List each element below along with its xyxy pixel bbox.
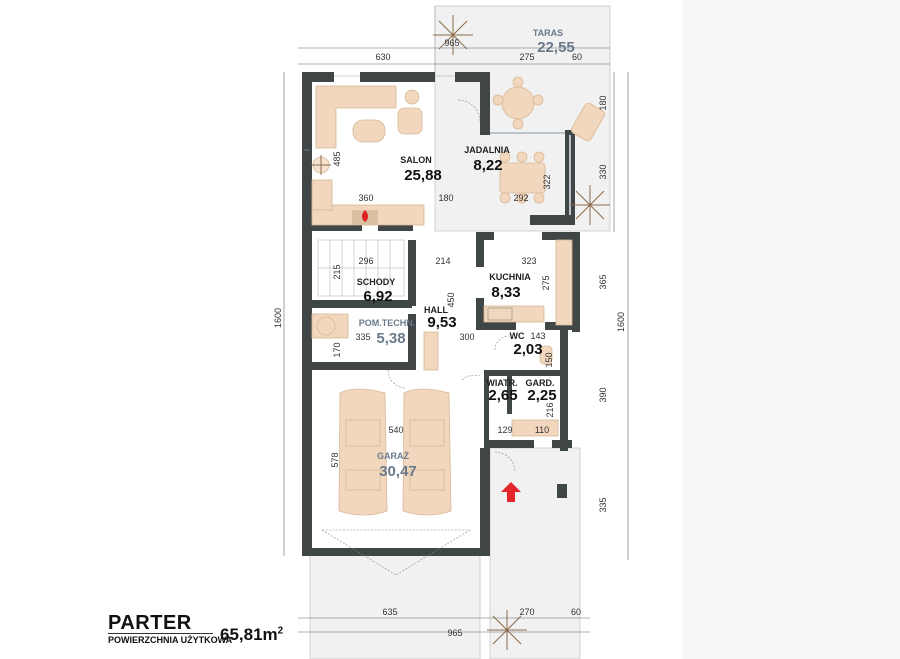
dim-gard-216: 216 bbox=[545, 402, 555, 417]
doors bbox=[387, 99, 516, 473]
stove-icon bbox=[487, 307, 513, 321]
side-panel bbox=[682, 0, 900, 659]
usable-area-value: 65,81m2 bbox=[220, 625, 283, 645]
floor-title: PARTER bbox=[108, 612, 192, 634]
car-right-icon bbox=[402, 388, 452, 516]
dim-gard-110: 110 bbox=[535, 425, 549, 435]
room-name-hall: HALL bbox=[424, 305, 448, 315]
dim-kuch-275: 275 bbox=[541, 275, 551, 290]
room-name-gard: GARD. bbox=[526, 378, 555, 388]
room-name-garaz: GARAŻ bbox=[377, 451, 409, 461]
room-area-garaz: 30,47 bbox=[379, 463, 417, 480]
lamp-icon bbox=[404, 89, 420, 105]
dim-wc-143: 143 bbox=[530, 331, 545, 341]
dim-top-275: 275 bbox=[519, 52, 534, 62]
furniture bbox=[311, 76, 605, 516]
car-left-icon bbox=[338, 388, 388, 516]
windows bbox=[304, 75, 571, 215]
lounger-icon bbox=[571, 102, 605, 142]
dim-right-330: 330 bbox=[598, 164, 608, 179]
red-up-arrow-icon bbox=[501, 482, 521, 502]
room-name-taras: TARAS bbox=[533, 28, 563, 38]
dining-table-icon bbox=[499, 162, 546, 194]
dim-tech-170: 170 bbox=[332, 342, 342, 357]
room-area-schody: 6,92 bbox=[363, 288, 392, 305]
room-area-gard: 2,25 bbox=[527, 387, 556, 404]
entry-platform bbox=[489, 447, 581, 659]
dim-left-1600: 1600 bbox=[273, 308, 283, 328]
usable-area-unit: 2 bbox=[277, 625, 284, 637]
dim-kuch-323: 323 bbox=[521, 256, 536, 266]
dim-right-180: 180 bbox=[598, 95, 608, 110]
usable-area-label: POWIERZCHNIA UŻYTKOWA bbox=[108, 635, 233, 645]
dim-jad-322: 322 bbox=[542, 174, 552, 189]
toilet-icon bbox=[539, 345, 553, 365]
room-name-pom-techn: POM.TECHN. bbox=[359, 318, 416, 328]
stairs bbox=[317, 239, 405, 297]
armchair-icon bbox=[397, 107, 423, 135]
dim-sch-215: 215 bbox=[332, 264, 342, 279]
dim-right-365: 365 bbox=[598, 274, 608, 289]
room-area-kuchnia: 8,33 bbox=[491, 284, 520, 301]
dim-wc-150: 150 bbox=[544, 352, 554, 367]
room-area-taras: 22,55 bbox=[537, 39, 575, 56]
dim-sch-214: 214 bbox=[435, 256, 450, 266]
terrace-table-icon bbox=[501, 86, 535, 120]
dim-sch-296: 296 bbox=[358, 256, 373, 266]
dim-garaz-540: 540 bbox=[388, 425, 403, 435]
room-labels: TARAS 22,55 SALON 25,88 JADALNIA 8,22 SC… bbox=[357, 28, 575, 480]
walls bbox=[302, 72, 580, 556]
dim-salon-180: 180 bbox=[438, 193, 453, 203]
room-area-wc: 2,03 bbox=[513, 341, 542, 358]
dimension-labels: 630 965 275 60 180 330 365 1600 390 335 … bbox=[273, 38, 626, 638]
room-area-jadalnia: 8,22 bbox=[473, 157, 502, 174]
dim-top-60: 60 bbox=[572, 52, 582, 62]
dim-jad-292: 292 bbox=[513, 193, 528, 203]
room-name-salon: SALON bbox=[400, 155, 432, 165]
usable-area-number: 65,81m bbox=[220, 625, 278, 644]
dim-bot-270: 270 bbox=[519, 607, 534, 617]
dim-wiatr-129: 129 bbox=[497, 425, 512, 435]
sofa-icon bbox=[315, 85, 397, 149]
coffee-table-icon bbox=[352, 119, 386, 143]
dim-top-630: 630 bbox=[375, 52, 390, 62]
room-name-schody: SCHODY bbox=[357, 277, 396, 287]
front-platform bbox=[309, 554, 481, 659]
dim-salon-485: 485 bbox=[332, 151, 342, 166]
dim-bot-635: 635 bbox=[382, 607, 397, 617]
dim-tech-335: 335 bbox=[355, 332, 370, 342]
dim-hall-300: 300 bbox=[459, 332, 474, 342]
dim-right-1600: 1600 bbox=[616, 312, 626, 332]
room-area-hall: 9,53 bbox=[427, 314, 456, 331]
room-area-salon: 25,88 bbox=[404, 167, 442, 184]
room-name-wiatr: WIATR. bbox=[486, 378, 517, 388]
room-name-wc: WC bbox=[510, 331, 525, 341]
dim-hall-450: 450 bbox=[446, 292, 456, 307]
dim-top-965: 965 bbox=[444, 38, 459, 48]
room-area-wiatr: 2,65 bbox=[488, 387, 517, 404]
dim-salon-360: 360 bbox=[358, 193, 373, 203]
room-name-jadalnia: JADALNIA bbox=[464, 145, 510, 155]
dim-bot-60: 60 bbox=[571, 607, 581, 617]
plant-icons bbox=[311, 15, 610, 650]
dim-bot-965: 965 bbox=[447, 628, 462, 638]
dim-right-335: 335 bbox=[598, 497, 608, 512]
dim-right-390: 390 bbox=[598, 387, 608, 402]
room-name-kuchnia: KUCHNIA bbox=[489, 272, 531, 282]
garage-door bbox=[321, 529, 471, 576]
dim-garaz-578: 578 bbox=[330, 452, 340, 467]
legend-divider bbox=[108, 633, 213, 634]
room-area-pom-techn: 5,38 bbox=[376, 330, 405, 347]
dimension-lines bbox=[283, 47, 629, 633]
